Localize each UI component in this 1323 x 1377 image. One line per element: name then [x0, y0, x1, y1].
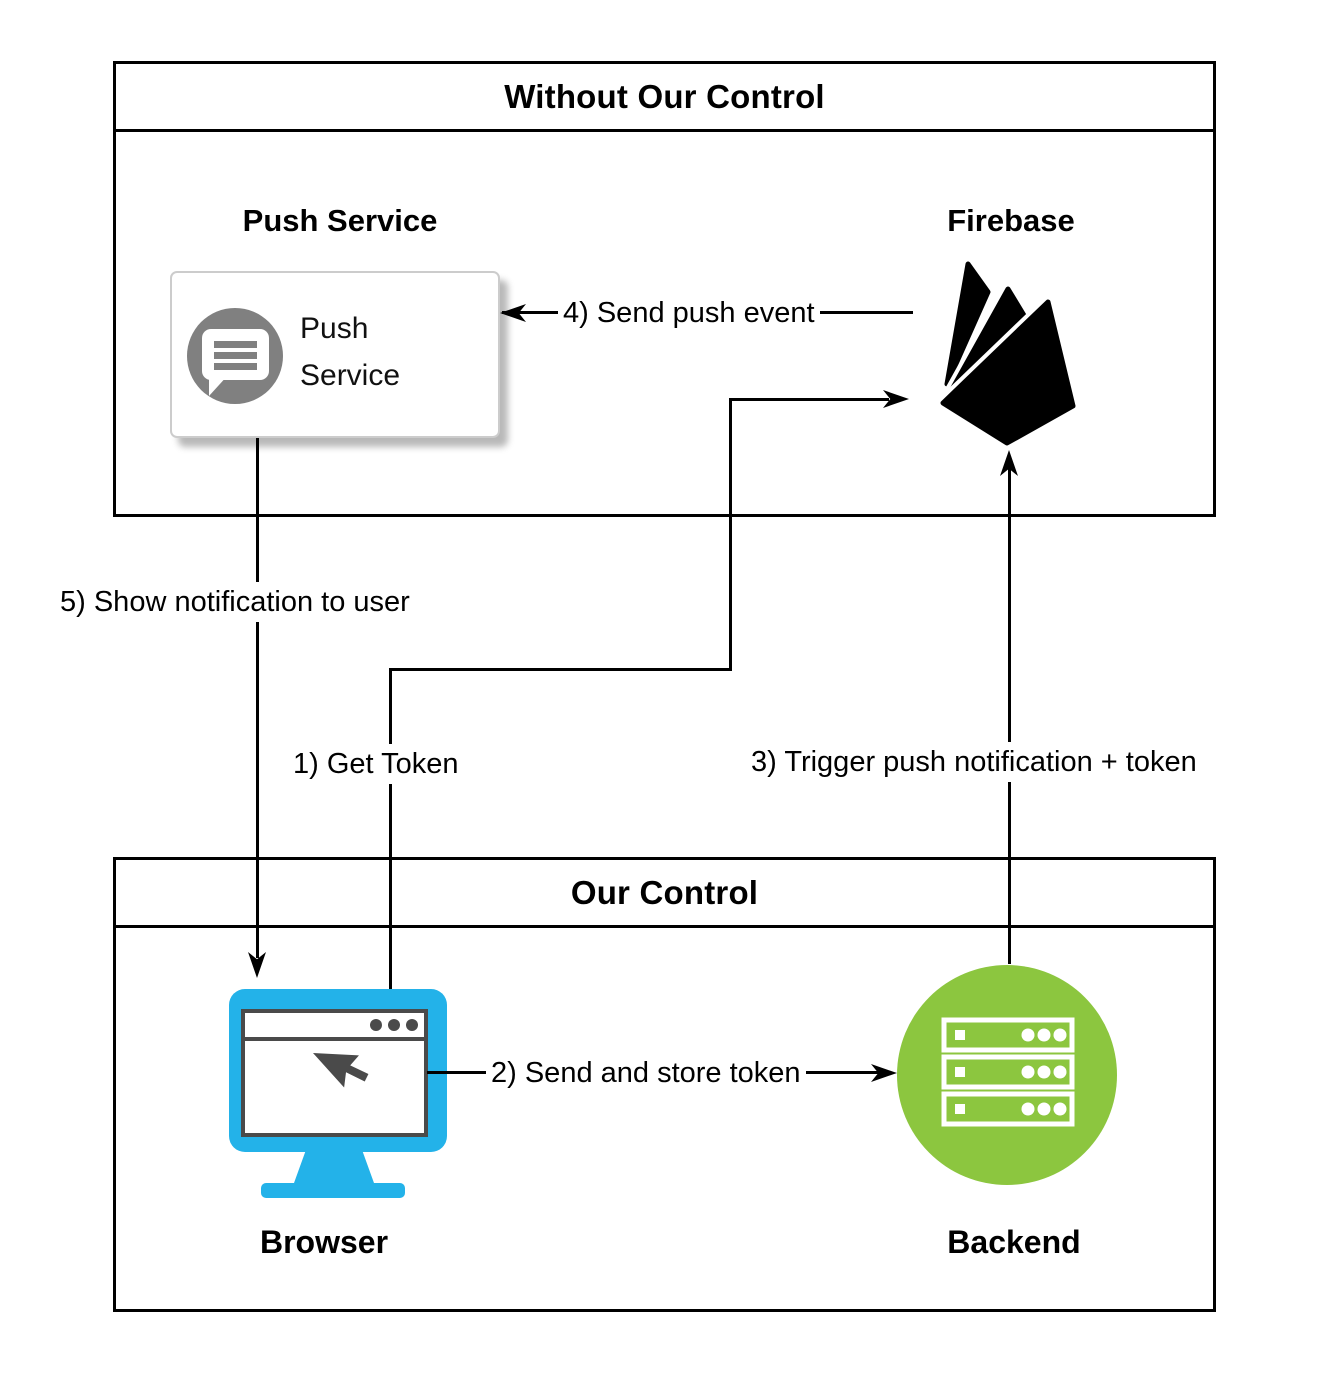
server-stack-icon: [941, 1017, 1075, 1128]
flow5-label: 5) Show notification to user: [55, 582, 415, 622]
titlebar-dot-icon: [388, 1019, 400, 1031]
flow1-label: 1) Get Token: [288, 744, 464, 784]
push-service-heading: Push Service: [242, 203, 438, 238]
cursor-arrow-icon: [313, 1053, 369, 1088]
flow2-label: 2) Send and store token: [486, 1053, 806, 1093]
monitor-browser-icon: [229, 989, 447, 1199]
zone-without-our-control-title: Without Our Control: [116, 64, 1213, 132]
flow1-line-into-firebase: [729, 398, 889, 401]
flow1-line-horizontal: [389, 668, 732, 671]
backend-label: Backend: [947, 1224, 1081, 1260]
firebase-flame-icon: [930, 256, 1082, 452]
flow5-line: [256, 438, 259, 958]
firebase-heading: Firebase: [947, 203, 1075, 238]
zone-our-control-title: Our Control: [116, 860, 1213, 928]
flow1-line-vertical: [389, 668, 392, 989]
push-service-node: Push Service: [170, 271, 500, 438]
monitor-stand: [294, 1152, 374, 1183]
flow4-label: 4) Send push event: [558, 293, 820, 333]
chat-bubble-icon: [187, 308, 283, 404]
backend-node: [897, 965, 1117, 1185]
flow3-label: 3) Trigger push notification + token: [746, 742, 1202, 782]
monitor-base: [261, 1183, 405, 1198]
flow3-line: [1008, 464, 1011, 964]
browser-titlebar: [245, 1013, 424, 1041]
titlebar-dot-icon: [406, 1019, 418, 1031]
flow1-line-riser: [729, 399, 732, 671]
push-service-card-label: Push Service: [300, 312, 401, 392]
browser-viewport: [245, 1041, 424, 1133]
browser-label: Browser: [259, 1224, 389, 1260]
titlebar-dot-icon: [370, 1019, 382, 1031]
browser-window: [241, 1009, 428, 1137]
